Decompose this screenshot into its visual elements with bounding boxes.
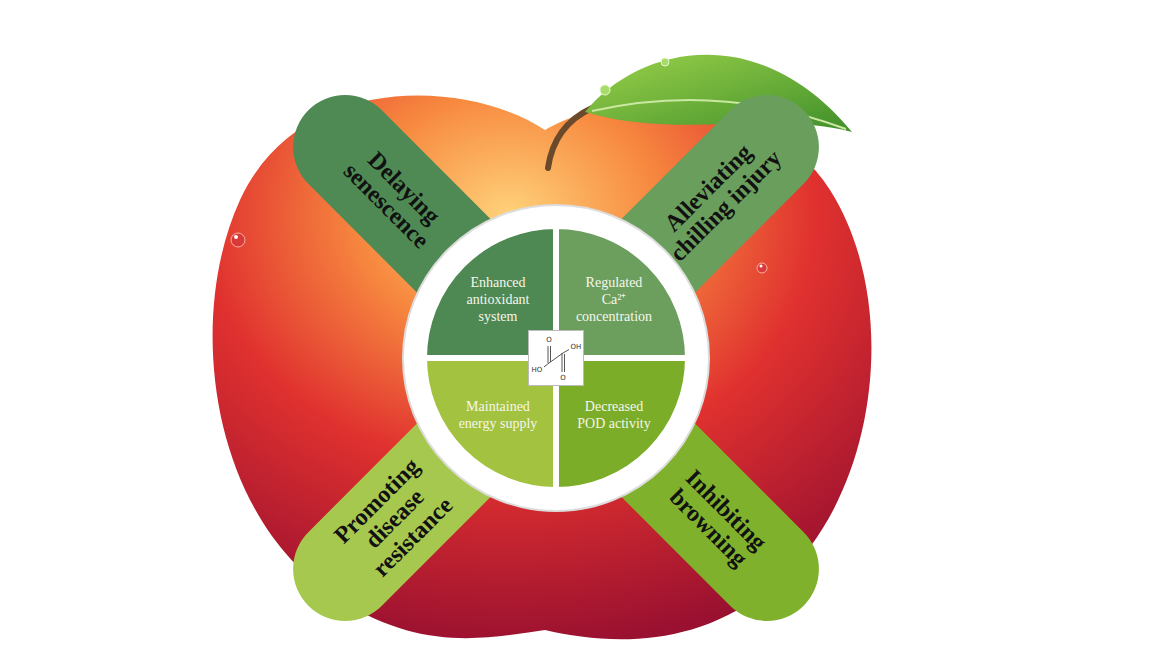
molecule-structure [529,331,585,387]
atom-label: HO [532,367,543,374]
mechanism-label: Decreased POD activity [572,399,656,433]
mechanism-label: Enhanced antioxidant system [456,275,540,325]
chemical-bond [563,350,569,354]
mechanism-label: Maintained energy supply [456,399,540,433]
chemical-bond [548,346,549,363]
chemical-bond [562,353,563,372]
atom-label: OH [571,344,582,351]
atom-label: O [546,337,552,344]
chemical-bond [550,346,551,362]
atom-label: O [560,375,566,382]
mechanism-label: Regulated Ca²⁺ concentration [572,275,656,325]
chemical-bond [564,354,565,372]
chemical-bond [549,353,563,363]
apple-stem [548,108,592,168]
molecule-box: O OH HO O [528,330,584,386]
chemical-bond [544,363,549,367]
